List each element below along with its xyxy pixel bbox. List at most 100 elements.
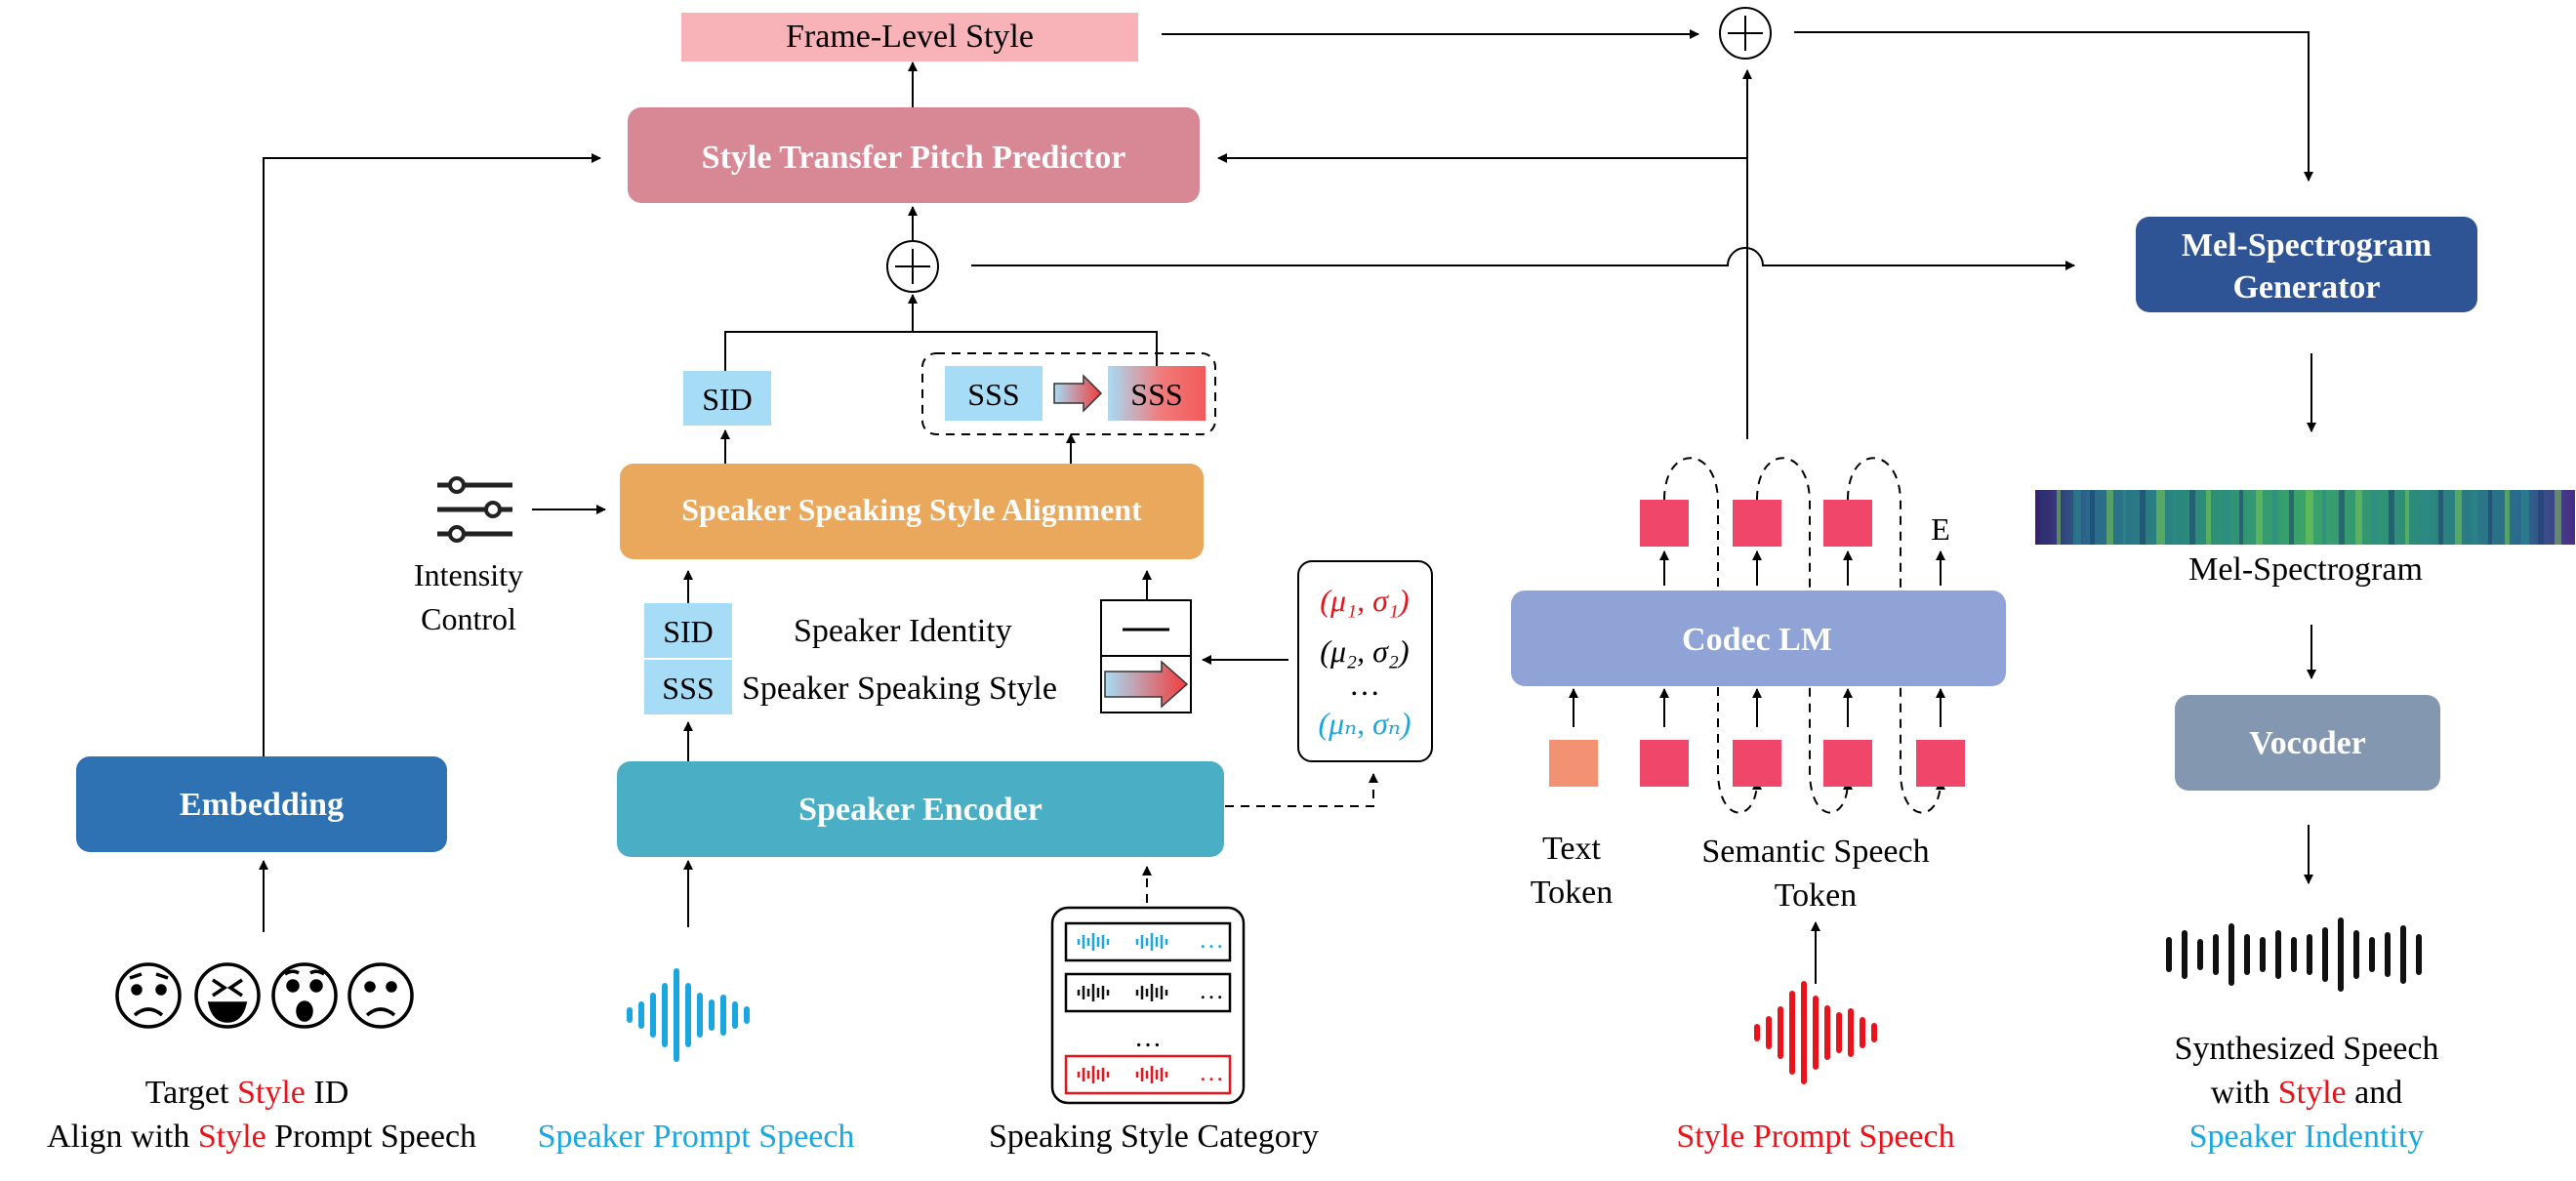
list-ellipsis: …: [1134, 1023, 1162, 1053]
input-tokens: [1549, 740, 1965, 787]
surprised-face-icon: [271, 962, 338, 1029]
sss-tag-label: SSS: [662, 671, 714, 706]
sss-target-label: SSS: [1130, 377, 1182, 412]
sid-sss-stack: SID SSS: [644, 603, 732, 714]
align-with-caption: Align with Style Prompt Speech: [47, 1119, 476, 1155]
spectrogram-stripes: [2040, 490, 2561, 545]
sid-tag-top-label: SID: [702, 382, 753, 417]
connections: [259, 29, 2316, 984]
sss-source-label: SSS: [967, 377, 1019, 412]
spectrogram-stripe: [2073, 490, 2081, 545]
worried-face-icon: [115, 962, 182, 1029]
waveform-icon: [627, 968, 750, 1062]
red-arrow-icon: [1053, 374, 1103, 413]
spectrogram-stripe: [2555, 490, 2561, 545]
text-token-label-1: Text: [1542, 831, 1601, 867]
pitch-predictor-label: Style Transfer Pitch Predictor: [702, 140, 1126, 176]
intensity-label-1: Intensity: [414, 557, 523, 592]
spectrogram-stripe: [2040, 490, 2046, 545]
spectrogram-stripe: [2106, 490, 2113, 545]
waveform-icon: [1754, 981, 1877, 1084]
list-waveforms: … … …: [1077, 925, 1224, 1086]
spectrogram-stripe: [2405, 490, 2409, 545]
frame-level-style-block: Frame-Level Style: [681, 13, 1138, 61]
output-tokens: [1640, 500, 1872, 547]
speaker-prompt-caption: Speaker Prompt Speech: [538, 1119, 855, 1155]
spectrogram-stripe: [2239, 490, 2243, 545]
spectrogram-stripe: [2488, 490, 2492, 545]
spectrogram-stripe: [2455, 490, 2462, 545]
spectrogram-stripe: [2057, 490, 2061, 545]
speaker-identity-label: Speaker Identity: [794, 613, 1012, 649]
pitch-predictor-block: Style Transfer Pitch Predictor: [628, 107, 1200, 203]
embedding-block: Embedding: [76, 756, 447, 852]
spectrogram-stripe: [2505, 490, 2510, 545]
spectrogram-stripe: [2090, 490, 2095, 545]
speaker-encoder-label: Speaker Encoder: [798, 792, 1043, 828]
sss-transfer-box: SSS SSS: [921, 352, 1216, 435]
ssa-block: Speaker Speaking Style Alignment: [620, 464, 1204, 559]
mun-sigman: (μₙ, σₙ): [1318, 706, 1411, 741]
spectrogram-stripe: [2272, 490, 2278, 545]
spectrogram-stripe: [2189, 490, 2195, 545]
subtract-icon: [1100, 599, 1192, 713]
spectrogram-stripe: [2306, 490, 2313, 545]
spectrogram-stripe: [2256, 490, 2263, 545]
spectrogram-icon: [2035, 490, 2575, 545]
semantic-token-label-1: Semantic Speech: [1701, 834, 1929, 870]
text-token-label-2: Token: [1531, 875, 1614, 911]
vocoder-block: Vocoder: [2175, 695, 2440, 791]
speaking-style-category-caption: Speaking Style Category: [989, 1119, 1319, 1155]
mel-spectrogram-label: Mel-Spectrogram: [2188, 551, 2423, 588]
spectrogram-stripe: [2173, 490, 2177, 545]
spectrogram-stripe: [2140, 490, 2146, 545]
sid-tag-top: SID: [683, 371, 771, 426]
end-token-label: E: [1931, 511, 1950, 547]
spectrogram-stripe: [2472, 490, 2477, 545]
dashed-connections: [1142, 457, 1945, 903]
speaker-encoder-block: Speaker Encoder: [617, 761, 1224, 857]
spectrogram-stripe: [2156, 490, 2165, 545]
spectrogram-stripe: [2206, 490, 2211, 545]
intensity-label-2: Control: [421, 601, 516, 636]
spectrogram-stripe: [2538, 490, 2544, 545]
spectrogram-stripe: [2355, 490, 2362, 545]
mu1-sigma1: (μ₁, σ₁): [1320, 583, 1409, 618]
mu2-sigma2: (μ₂, σ₂): [1320, 633, 1409, 669]
spectrogram-stripe: [2389, 490, 2394, 545]
semantic-token-label-2: Token: [1775, 877, 1858, 914]
synth-caption-2: with Style and: [2211, 1075, 2402, 1111]
waveform-icon: [2166, 917, 2422, 992]
plus-icon: [886, 240, 939, 293]
embedding-label: Embedding: [180, 787, 344, 823]
laughing-face-icon: [194, 962, 261, 1029]
sad-face-icon: [348, 962, 414, 1029]
style-prompt-caption: Style Prompt Speech: [1676, 1119, 1954, 1155]
stats-ellipsis: …: [1349, 667, 1380, 702]
frame-level-style-label: Frame-Level Style: [786, 19, 1034, 55]
spectrogram-stripe: [2123, 490, 2126, 545]
synth-caption-1: Synthesized Speech: [2175, 1031, 2439, 1067]
distribution-stats-box: (μ₁, σ₁) (μ₂, σ₂) … (μₙ, σₙ): [1297, 560, 1433, 762]
speaking-style-list-icon: … … … …: [1050, 906, 1246, 1105]
spectrogram-stripe: [2322, 490, 2326, 545]
plus-icon: [1719, 7, 1772, 60]
ssa-label: Speaker Speaking Style Alignment: [681, 492, 1142, 527]
codec-lm-label: Codec LM: [1682, 622, 1832, 658]
spectrogram-stripe: [2438, 490, 2443, 545]
sid-tag-label: SID: [663, 614, 714, 649]
mel-generator-label-1: Mel-Spectrogram: [2182, 227, 2432, 264]
sliders-icon: [437, 476, 512, 543]
spectrogram-stripe: [2223, 490, 2230, 545]
vocoder-label: Vocoder: [2249, 725, 2366, 761]
mel-generator-label-2: Generator: [2232, 269, 2380, 305]
spectrogram-stripe: [2422, 490, 2430, 545]
list-row-ellipsis: …: [1199, 925, 1224, 954]
list-row-ellipsis: …: [1199, 1058, 1224, 1086]
spectrogram-stripe: [2289, 490, 2294, 545]
speaker-speaking-style-label: Speaker Speaking Style: [742, 671, 1057, 707]
list-row-ellipsis: …: [1199, 976, 1224, 1004]
synth-caption-3: Speaker Indentity: [2189, 1119, 2425, 1155]
target-style-id-caption: Target Style ID: [145, 1075, 349, 1111]
